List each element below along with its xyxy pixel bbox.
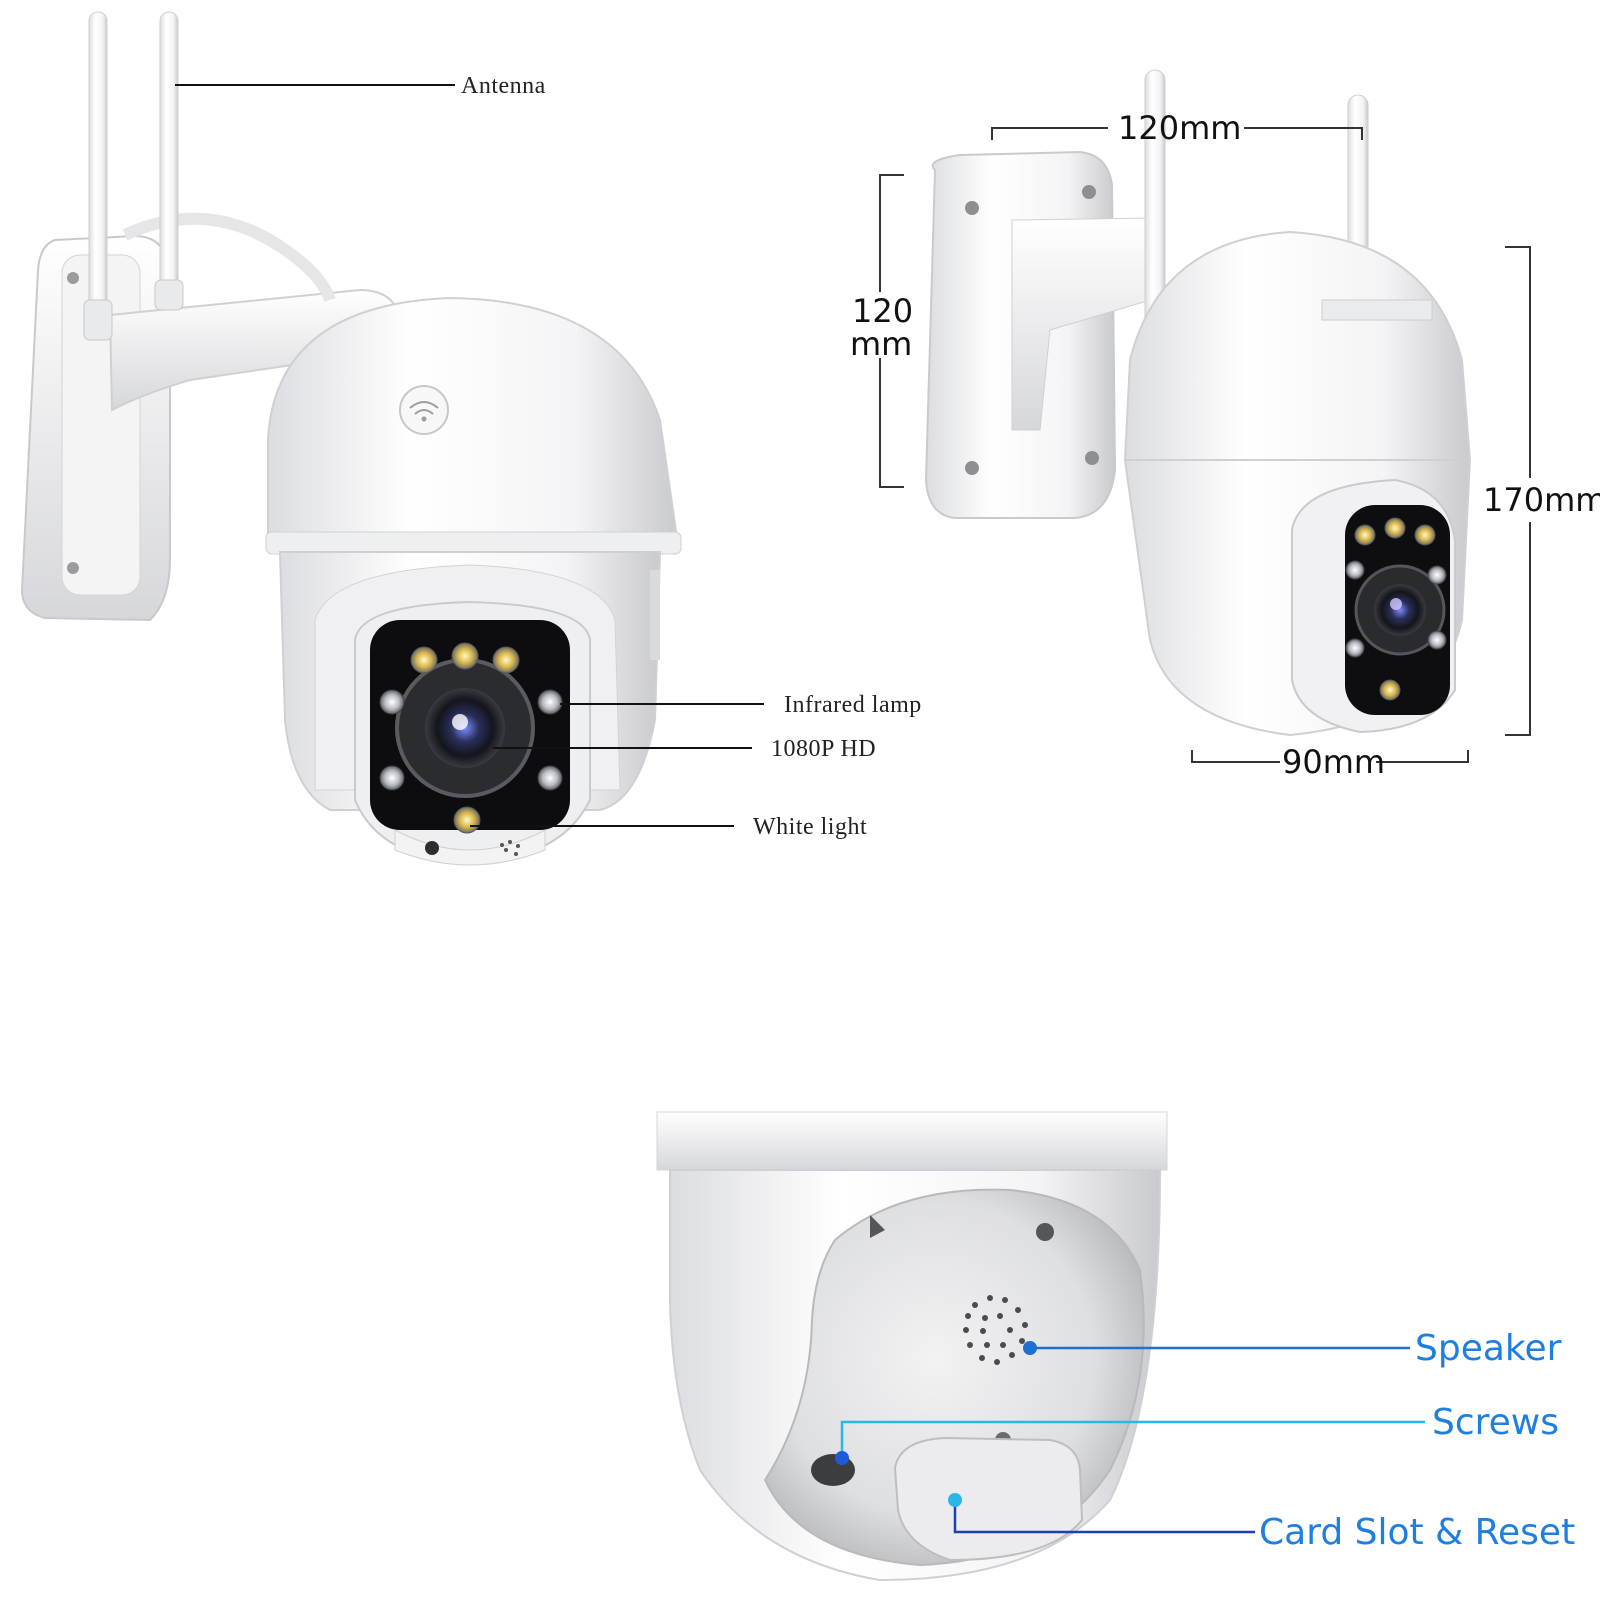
dimension-height-right: 170mm bbox=[1483, 481, 1600, 519]
bottom-view-camera bbox=[656, 1111, 1168, 1582]
dimension-depth-line1: 120 bbox=[852, 292, 913, 330]
dimension-width-top: 120mm bbox=[1118, 109, 1241, 147]
dimension-annotations bbox=[879, 127, 1531, 763]
callout-screws: Screws bbox=[1432, 1402, 1559, 1443]
lens-module bbox=[354, 600, 591, 866]
speaker-grille-icon bbox=[500, 840, 520, 856]
side-lens-module bbox=[1291, 478, 1456, 734]
callout-resolution: 1080P HD bbox=[771, 736, 876, 762]
antenna-left bbox=[83, 11, 113, 341]
dome-top bbox=[267, 296, 680, 546]
dim-line-right bbox=[1505, 246, 1531, 736]
card-slot-cover bbox=[893, 1436, 1084, 1562]
callout-antenna: Antenna bbox=[461, 73, 546, 99]
microphone-icon bbox=[425, 841, 439, 855]
antenna-right bbox=[154, 11, 184, 311]
dim-line-left bbox=[879, 174, 904, 488]
dimension-view-camera bbox=[924, 69, 1472, 737]
card-callout-line bbox=[953, 1500, 1255, 1534]
front-callouts: Antenna Infrared lamp 1080P HD White lig… bbox=[175, 73, 922, 840]
dimension-width-bottom: 90mm bbox=[1282, 743, 1385, 781]
dim-line-top bbox=[991, 127, 1363, 140]
bottom-dome-rim bbox=[656, 1111, 1168, 1171]
wifi-icon bbox=[399, 385, 449, 435]
dimension-depth-line2: mm bbox=[850, 325, 912, 363]
side-dome bbox=[1123, 230, 1472, 461]
bottom-callouts bbox=[840, 1346, 1425, 1534]
callout-speaker: Speaker bbox=[1415, 1328, 1562, 1369]
callout-white-light: White light bbox=[753, 814, 867, 840]
screws-callout-line bbox=[840, 1420, 1425, 1458]
callout-infrared-lamp: Infrared lamp bbox=[784, 692, 922, 718]
front-view-camera bbox=[20, 11, 682, 866]
mount-arm bbox=[108, 288, 402, 412]
callout-card-slot-reset: Card Slot & Reset bbox=[1259, 1512, 1575, 1553]
speaker-grille-icon bbox=[963, 1295, 1028, 1365]
dim-line-bottom bbox=[1191, 750, 1469, 763]
